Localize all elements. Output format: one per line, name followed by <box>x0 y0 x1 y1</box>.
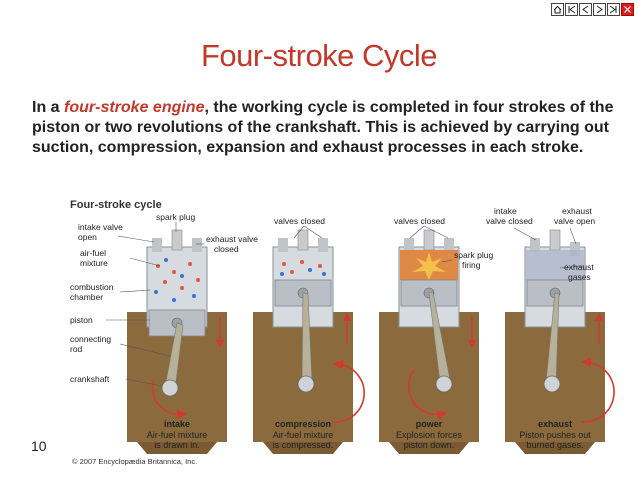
close-icon[interactable] <box>621 3 634 16</box>
label-valves-closed-2: valves closed <box>394 216 445 226</box>
figure-title: Four-stroke cycle <box>70 199 162 211</box>
label-spark-plug: spark plug <box>156 212 195 222</box>
label-crankshaft: crankshaft <box>70 374 110 384</box>
next-icon[interactable] <box>593 3 606 16</box>
last-icon[interactable] <box>607 3 620 16</box>
stroke-desc-compression-2: is compressed. <box>273 440 334 450</box>
body-prefix: In a <box>32 99 64 116</box>
stroke-name-power: power <box>416 419 443 429</box>
stroke-name-intake: intake <box>164 419 190 429</box>
stroke-desc-compression-1: Air-fuel mixture <box>273 430 334 440</box>
page-number: 10 <box>31 438 47 454</box>
slide-nav <box>551 3 634 16</box>
copyright: © 2007 Encyclopædia Britannica, Inc. <box>72 457 197 466</box>
prev-icon[interactable] <box>579 3 592 16</box>
stroke-desc-intake-2: is drawn in. <box>154 440 200 450</box>
stroke-name-compression: compression <box>275 419 331 429</box>
stroke-desc-power-1: Explosion forces <box>396 430 463 440</box>
label-piston: piston <box>70 315 93 325</box>
label-valves-closed-1: valves closed <box>274 216 325 226</box>
body-paragraph: In a four-stroke engine, the working cyc… <box>32 98 632 158</box>
stroke-desc-power-2: piston down. <box>404 440 455 450</box>
stroke-name-exhaust: exhaust <box>538 419 572 429</box>
stroke-desc-exhaust-1: Piston pushes out <box>519 430 591 440</box>
body-highlight: four-stroke engine <box>64 99 204 116</box>
slide-title: Four-stroke Cycle <box>0 38 638 74</box>
stroke-desc-exhaust-2: burned gases. <box>526 440 583 450</box>
four-stroke-diagram: Four-stroke cycle <box>70 192 630 474</box>
stroke-desc-intake-1: Air-fuel mixture <box>147 430 208 440</box>
home-icon[interactable] <box>551 3 564 16</box>
first-icon[interactable] <box>565 3 578 16</box>
